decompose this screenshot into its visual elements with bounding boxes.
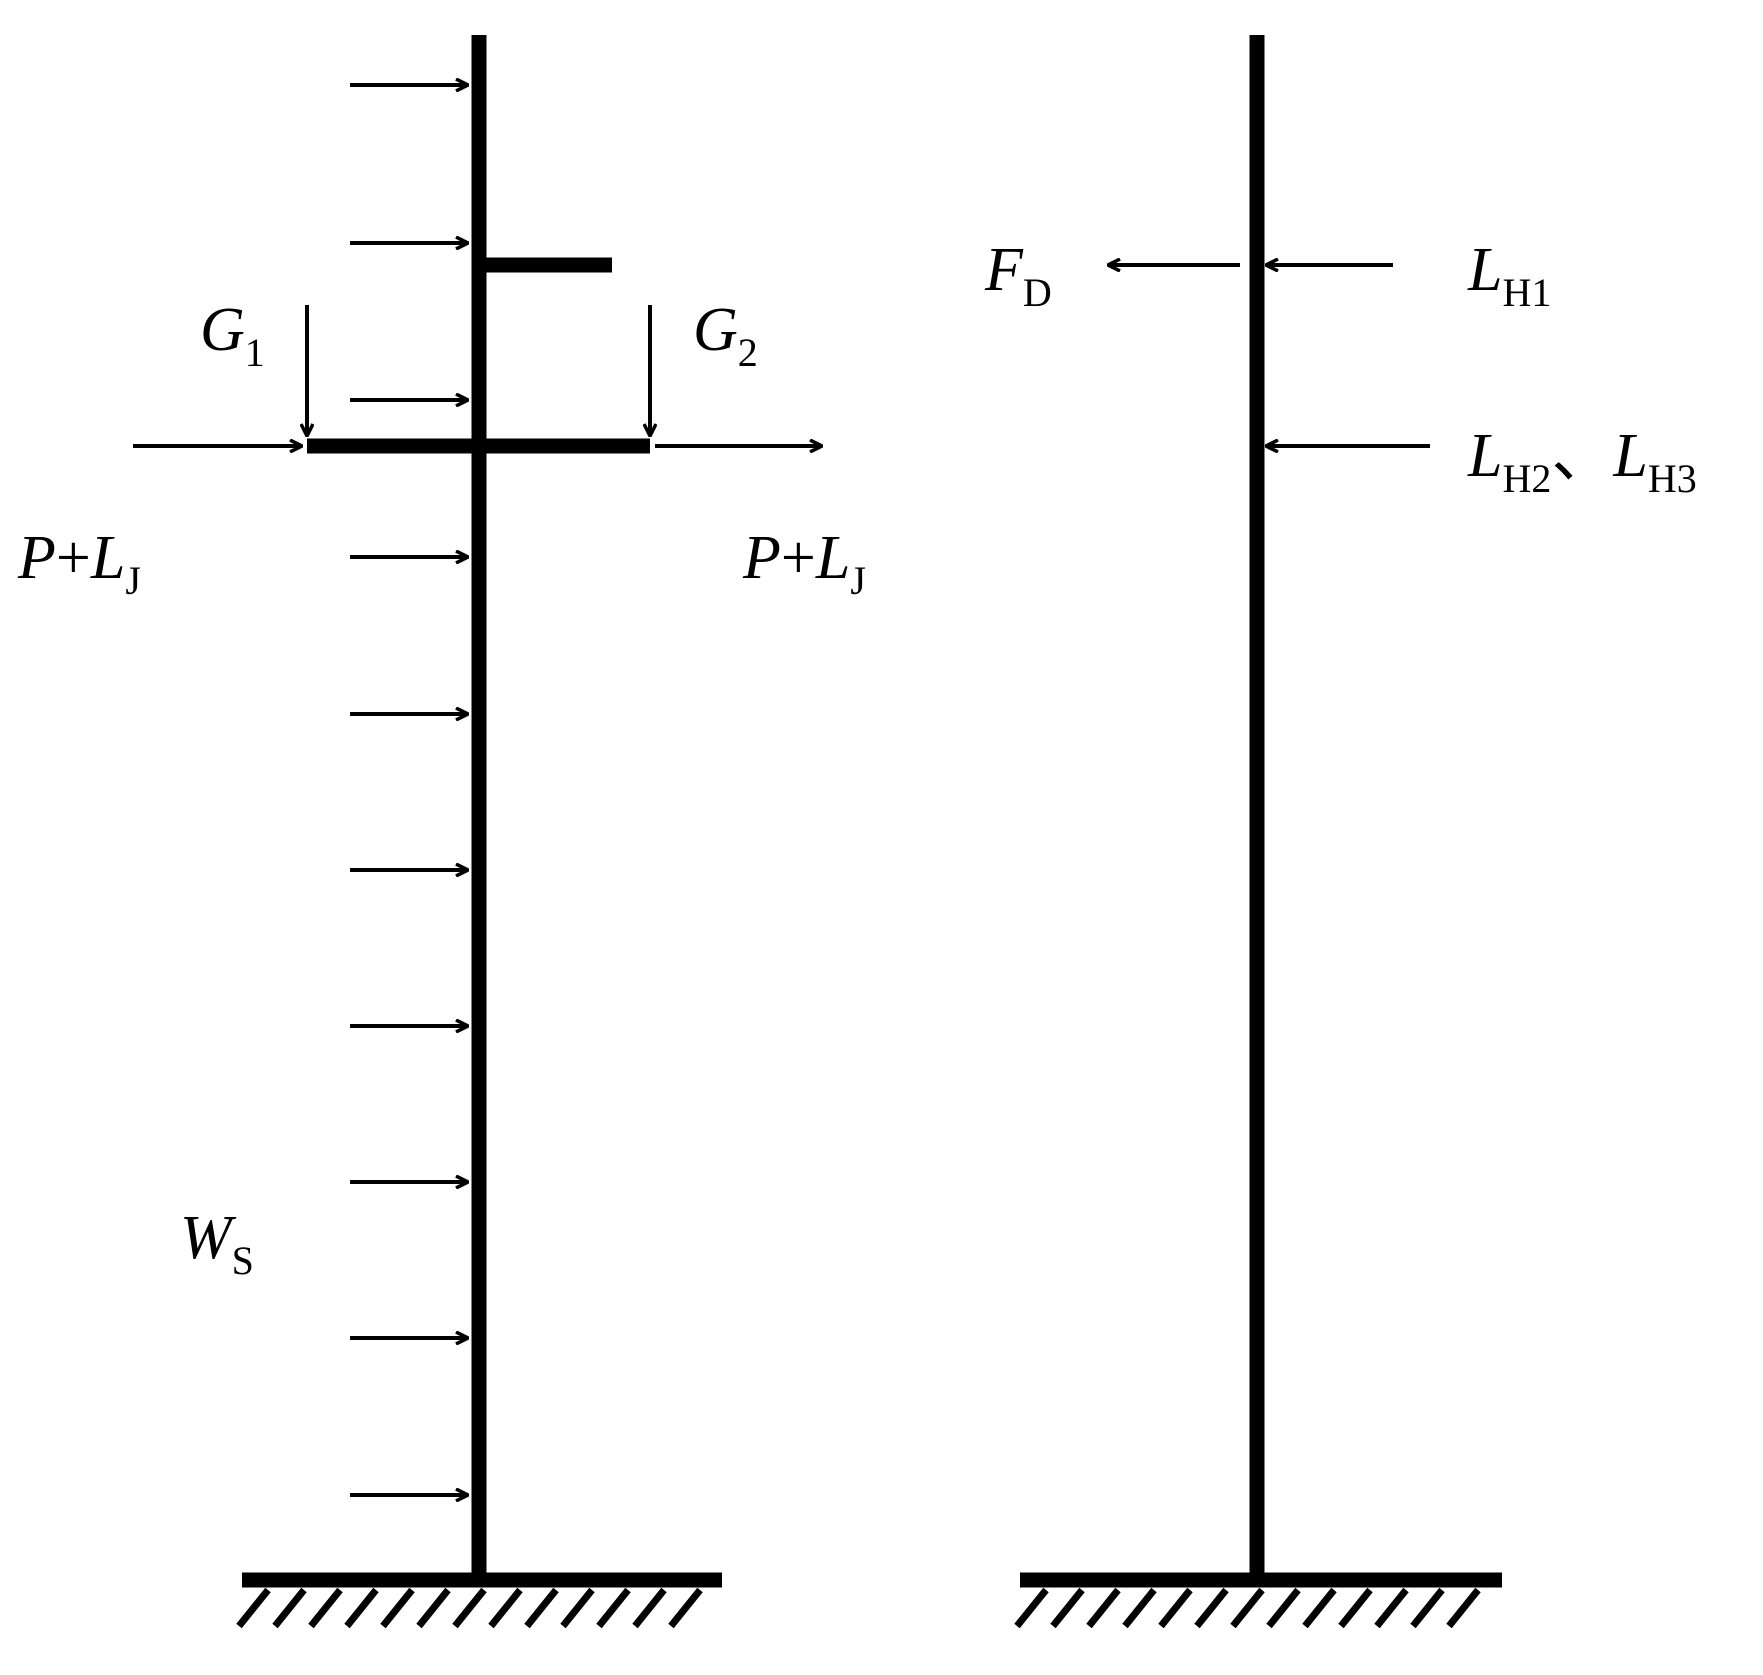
left-tension-label: P+LJ (17, 524, 141, 603)
lh1-label: LH1 (1467, 236, 1551, 315)
lh23-label: LH2、LH3 (1467, 422, 1697, 501)
cross-arm-loads (133, 305, 822, 446)
wind-load-arrows (350, 85, 468, 1495)
g2-label: G2 (693, 296, 758, 375)
right-tension-label: P+LJ (742, 524, 866, 603)
left-ground-hatching (236, 1587, 703, 1629)
right-loads (1108, 265, 1430, 446)
fd-label: FD (984, 236, 1052, 315)
left-structure (236, 35, 722, 1629)
wind-load-label: WS (180, 1204, 254, 1283)
right-structure (1014, 35, 1502, 1629)
g1-label: G1 (200, 296, 265, 375)
right-ground-hatching (1014, 1587, 1481, 1629)
